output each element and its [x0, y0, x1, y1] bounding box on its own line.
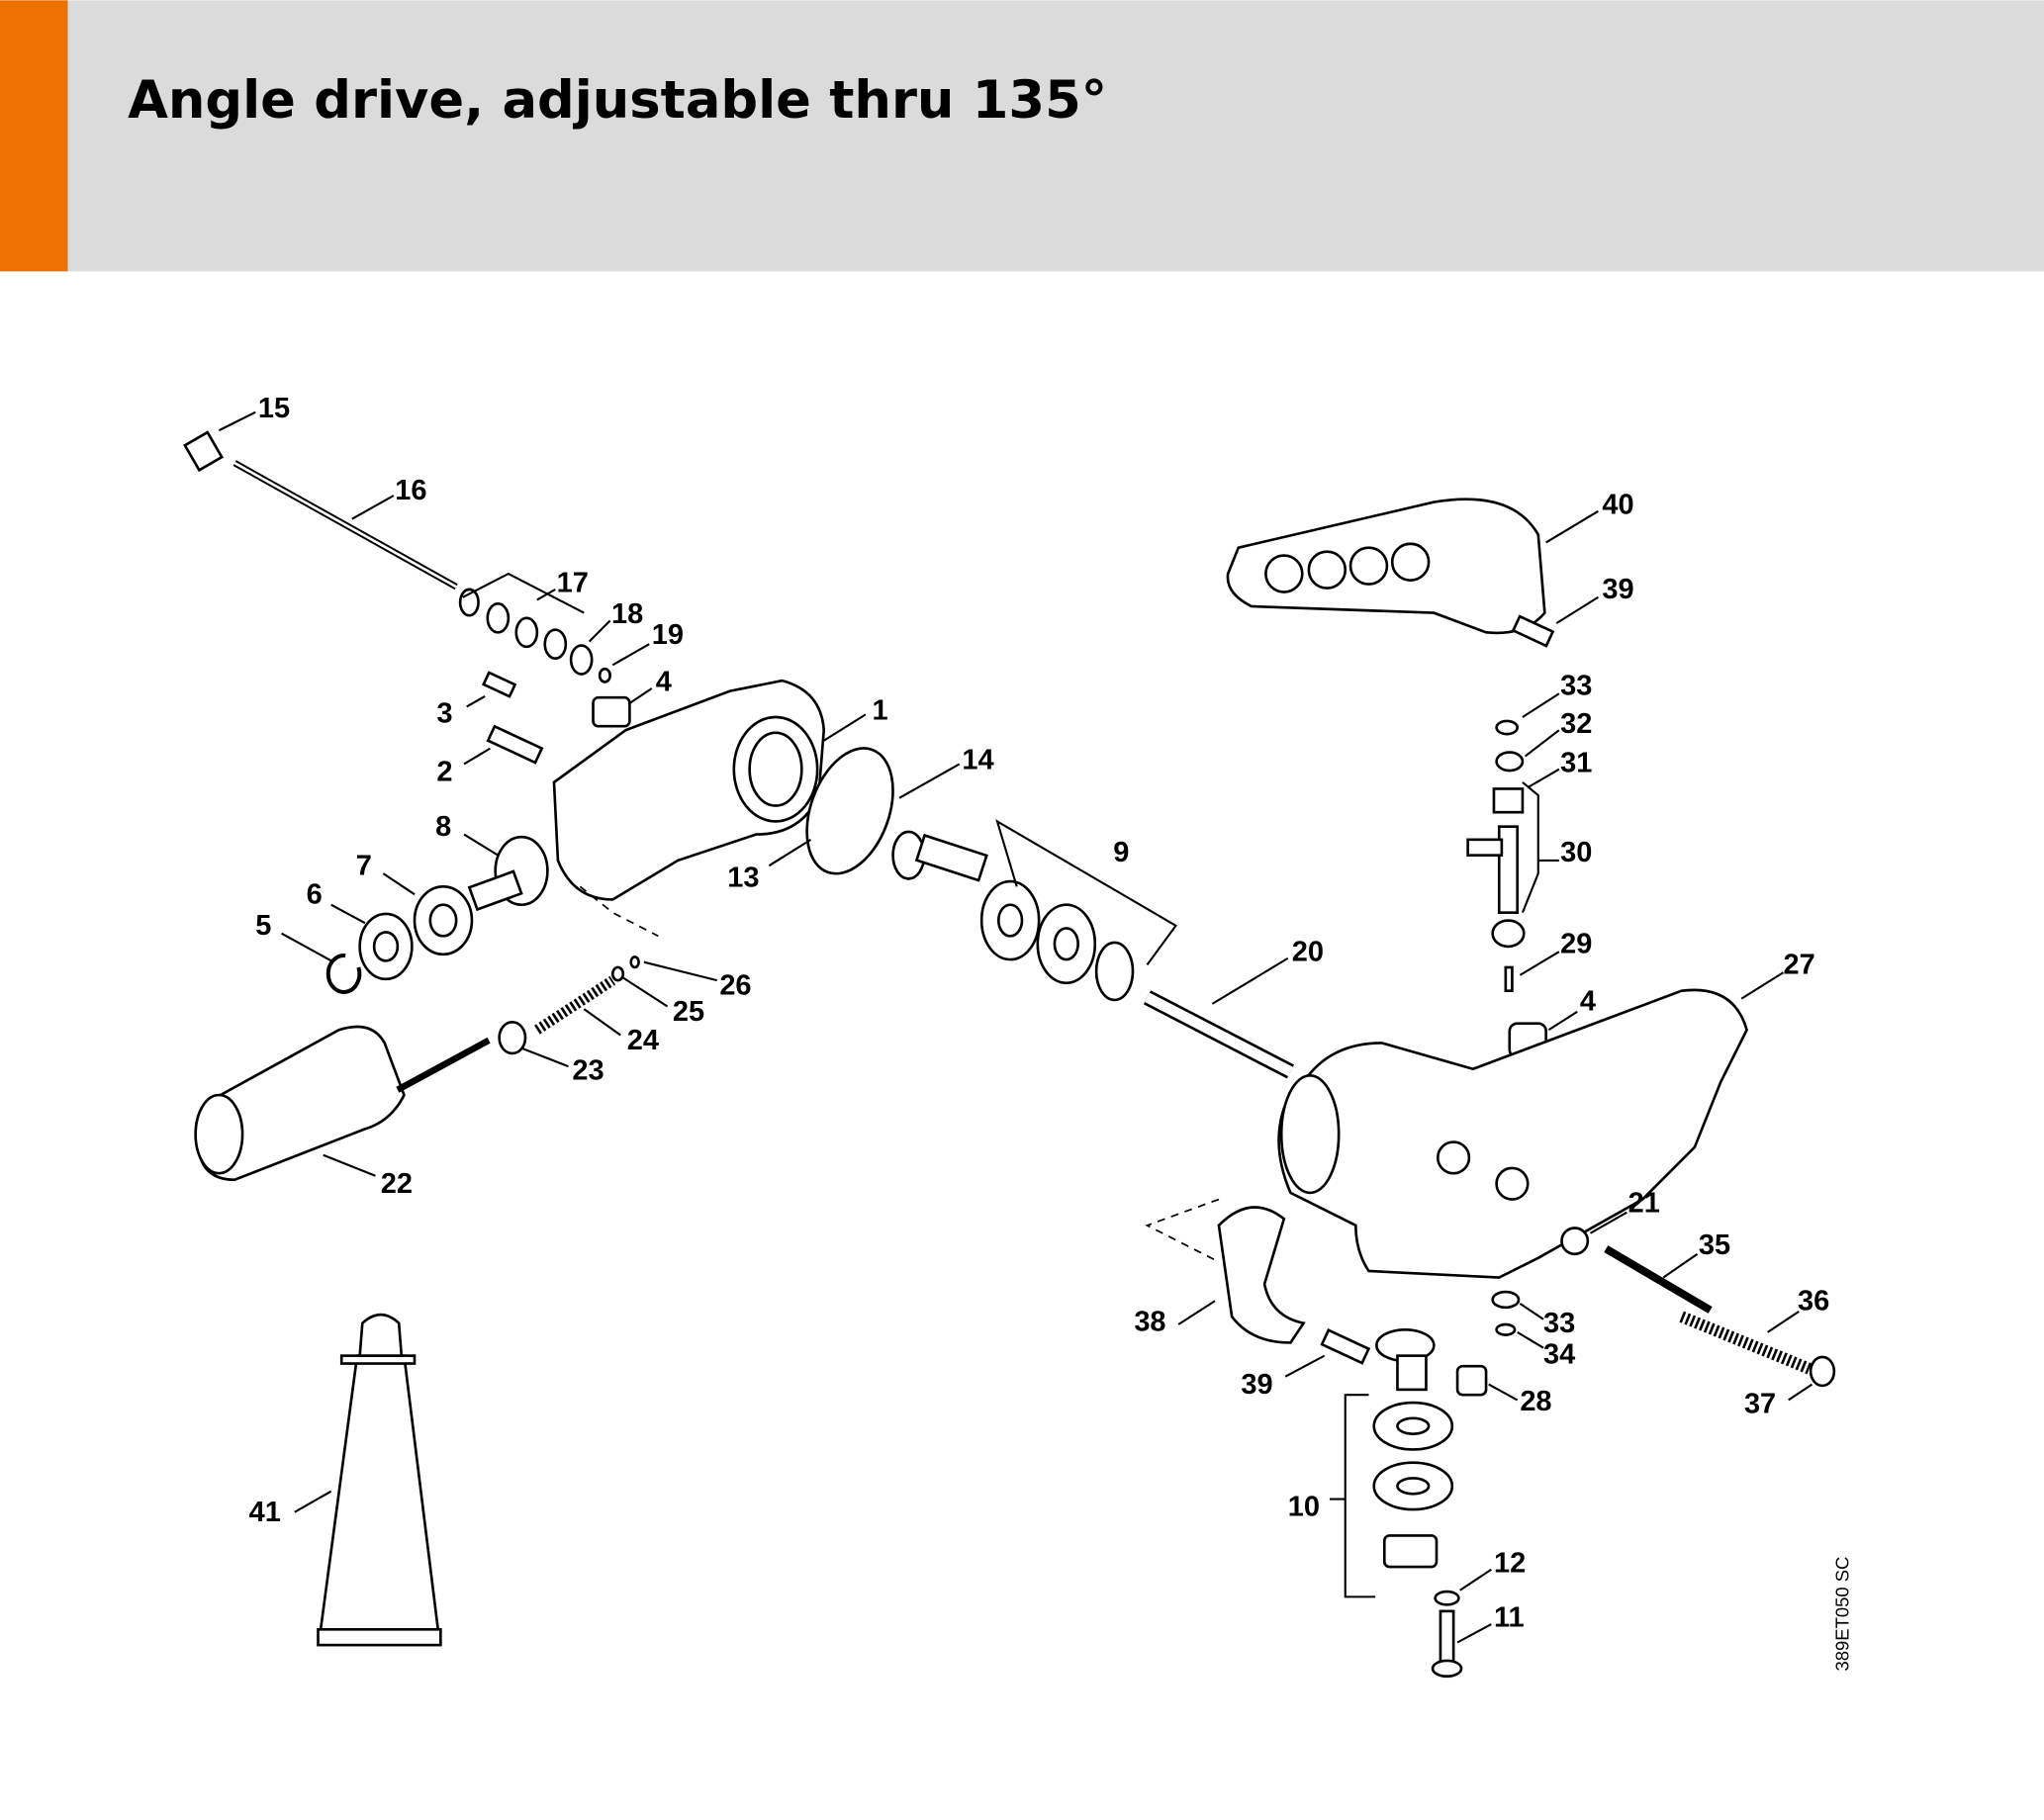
diagram-code: 389ET050 SC	[1831, 1557, 1852, 1672]
callout-31: 31	[1560, 747, 1592, 778]
callout-40: 40	[1602, 489, 1633, 520]
callout-1: 1	[872, 695, 887, 727]
callout-34: 34	[1543, 1339, 1575, 1371]
header-band	[0, 0, 2044, 272]
callout-17: 17	[557, 568, 589, 599]
callout-4-right: 4	[1580, 985, 1596, 1017]
callout-5: 5	[255, 910, 271, 942]
callout-15: 15	[258, 393, 290, 424]
callout-13: 13	[727, 862, 759, 893]
callout-37: 37	[1744, 1389, 1776, 1420]
part-drawings	[183, 430, 1836, 1679]
callout-28: 28	[1520, 1386, 1551, 1417]
callout-30: 30	[1560, 837, 1592, 868]
callout-7: 7	[356, 850, 372, 881]
callout-27: 27	[1783, 950, 1814, 981]
callout-9: 9	[1113, 837, 1129, 868]
callout-35: 35	[1699, 1229, 1730, 1261]
callout-39-top: 39	[1602, 574, 1633, 605]
callout-33-top: 33	[1560, 671, 1592, 702]
callout-3: 3	[436, 697, 452, 729]
callout-22: 22	[381, 1168, 413, 1200]
callout-38: 38	[1134, 1307, 1165, 1338]
callout-32: 32	[1560, 708, 1592, 740]
callout-11: 11	[1494, 1602, 1525, 1634]
callout-18: 18	[611, 598, 643, 630]
callout-41: 41	[249, 1497, 281, 1528]
callout-14: 14	[962, 745, 993, 776]
callouts: 15 16 17 18 19 3 4 2 1 14 8 7 6 5 13 9 2…	[218, 393, 1829, 1644]
callout-12: 12	[1494, 1547, 1526, 1579]
callout-26: 26	[719, 970, 751, 1002]
callout-24: 24	[627, 1025, 659, 1056]
callout-19: 19	[652, 619, 684, 651]
callout-2: 2	[436, 757, 452, 788]
callout-23: 23	[572, 1054, 604, 1086]
callout-4: 4	[656, 667, 672, 698]
callout-39-bottom: 39	[1241, 1369, 1272, 1401]
callout-8: 8	[435, 811, 451, 843]
callout-25: 25	[673, 996, 704, 1028]
callout-6: 6	[307, 878, 323, 910]
page-title: Angle drive, adjustable thru 135°	[128, 70, 1107, 131]
callout-10: 10	[1288, 1492, 1320, 1523]
callout-36: 36	[1798, 1286, 1829, 1318]
callout-21: 21	[1628, 1188, 1660, 1220]
callout-29: 29	[1560, 928, 1592, 959]
callout-33-bottom: 33	[1543, 1308, 1575, 1339]
header-accent-bar	[0, 0, 68, 272]
callout-16: 16	[395, 475, 426, 506]
callout-20: 20	[1292, 936, 1324, 967]
